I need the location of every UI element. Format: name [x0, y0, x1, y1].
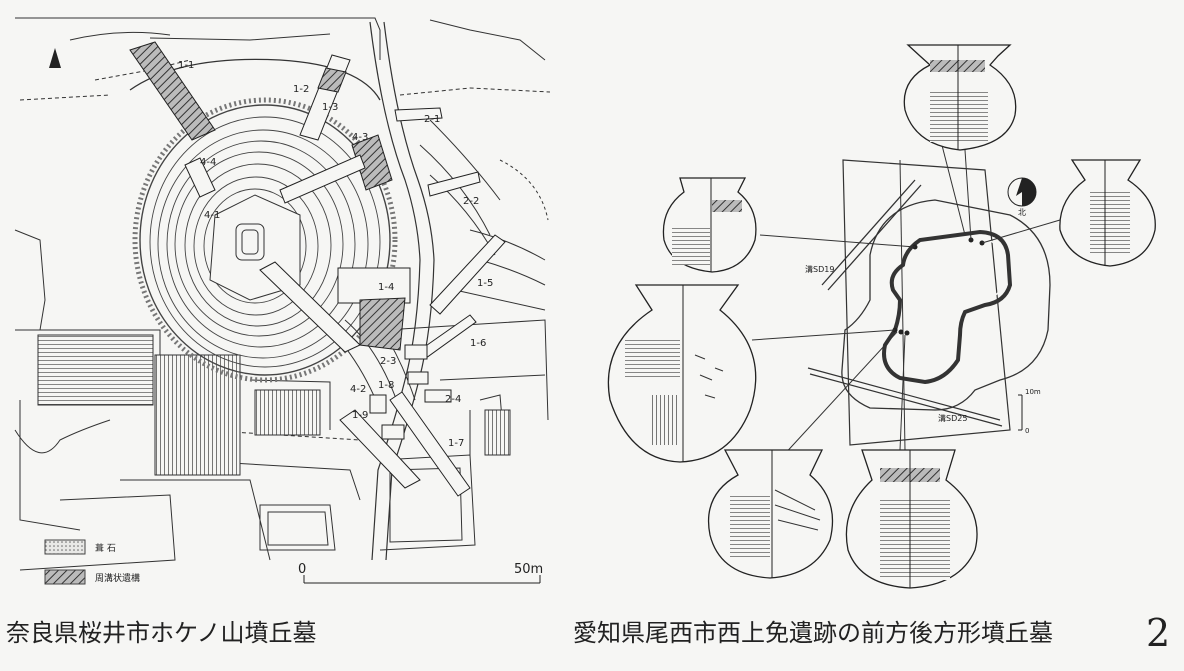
trench-label: 4-1: [204, 210, 220, 221]
trench-label: 1-8: [378, 380, 394, 391]
pottery-vessel: [707, 449, 834, 579]
trench-label: 1-4: [378, 282, 394, 293]
pottery-vessel: [1059, 159, 1156, 267]
trench-label: 1-3: [322, 102, 338, 113]
caption-right: 愛知県尾西市西上免遺跡の前方後方形墳丘墓: [573, 619, 1053, 647]
pottery-vessel: [662, 177, 757, 273]
trench-label: 1-7: [448, 438, 464, 449]
trench-label: 1-9: [352, 410, 368, 421]
legend-label: 葺 石: [95, 542, 116, 554]
legend-label: 周溝状遺構: [95, 572, 140, 584]
north-arrow-icon: 北: [1007, 177, 1037, 217]
trench-label: 4-2: [350, 384, 366, 395]
pottery-vessel: [607, 284, 757, 463]
trench-label: 2-2: [463, 196, 479, 207]
north-label: 北: [1018, 208, 1026, 217]
pottery-vessel: [903, 44, 1017, 151]
scale-top-label: 10m: [1025, 388, 1041, 396]
ditch-label-sd25: 溝SD25: [938, 413, 967, 423]
trench-label: 4-4: [200, 157, 216, 168]
caption-left: 奈良県桜井市ホケノ山墳丘墓: [6, 619, 317, 647]
trench-label: 2-1: [424, 114, 440, 125]
trench-label: 2-4: [445, 394, 461, 405]
map-legend: 葺 石 周溝状遺構: [44, 539, 140, 585]
trench-label: 1-6: [470, 338, 486, 349]
scale-bar: 0 50m: [298, 562, 543, 584]
trench-label: 1-2: [293, 84, 309, 95]
trench-label: 1-5: [477, 278, 493, 289]
trench-label: 1-1: [178, 60, 194, 71]
scale-start: 0: [298, 562, 306, 577]
mound-plan: 北 溝SD19 溝SD25 10m 0: [607, 44, 1156, 589]
north-arrow-icon: [49, 48, 61, 68]
trench-label: 4-3: [352, 132, 368, 143]
scale-end: 50m: [514, 562, 543, 577]
site-plan: 1-1 1-2 2-1 2-2 1-3 4-3 4-4 4-1 1-4 1-5 …: [14, 17, 551, 585]
pottery-vessel: [845, 449, 978, 589]
page-number: 2: [1146, 611, 1171, 655]
trench-label: 2-3: [380, 356, 396, 367]
ditch-label-sd19: 溝SD19: [805, 264, 834, 274]
scale-bottom-label: 0: [1025, 427, 1029, 435]
